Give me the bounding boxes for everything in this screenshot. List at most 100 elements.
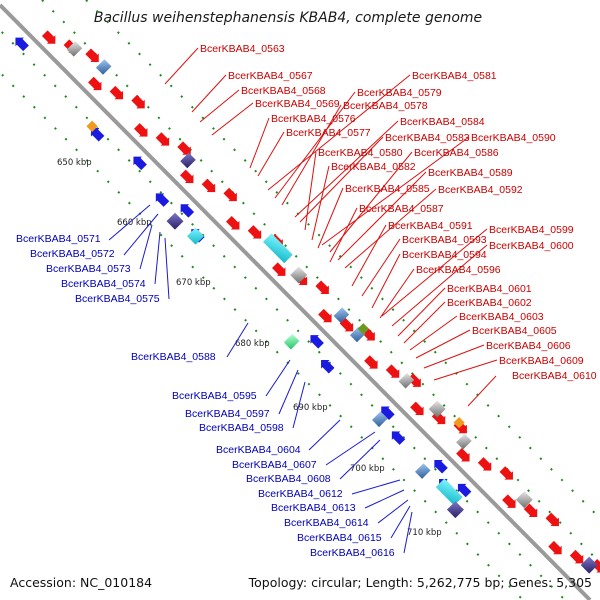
genome-backbone: [0, 3, 592, 600]
gene-label-0608: BcerKBAB4_0608: [246, 473, 331, 485]
forward-gene-arrow: [223, 187, 237, 202]
forward-leader-line: [415, 329, 471, 359]
forward-leader-line: [164, 47, 199, 85]
forward-leader-line: [317, 187, 344, 249]
gene-label-0575: BcerKBAB4_0575: [75, 293, 160, 305]
gene-label-0582: BcerKBAB4_0582: [331, 161, 416, 173]
forward-leader-line: [403, 301, 446, 344]
gene-label-0584: BcerKBAB4_0584: [400, 116, 485, 128]
gene-label-0563: BcerKBAB4_0563: [200, 43, 285, 55]
gene-label-0574: BcerKBAB4_0574: [61, 278, 146, 290]
reverse-gene-arrow: [391, 431, 406, 445]
gene-label-0605: BcerKBAB4_0605: [472, 325, 557, 337]
gene-label-0600: BcerKBAB4_0600: [489, 240, 574, 252]
tick-650-kbp: 650 kbp: [57, 158, 92, 168]
forward-gene-arrow: [177, 141, 191, 155]
gene-label-0594: BcerKBAB4_0594: [402, 249, 487, 261]
reverse-leader-line: [403, 511, 413, 554]
gene-label-0578: BcerKBAB4_0578: [343, 100, 428, 112]
reverse-leader-line: [292, 381, 306, 429]
forward-gene-arrow: [226, 216, 240, 230]
forward-gene-arrow: [88, 76, 102, 91]
reverse-leader-line: [325, 431, 376, 466]
gene-label-0610: BcerKBAB4_0610: [512, 370, 597, 382]
reverse-gene-arrow: [180, 204, 195, 218]
forward-leader-line: [379, 268, 415, 319]
forward-gene-arrow: [339, 317, 354, 332]
tick-670-kbp: 670 kbp: [176, 278, 211, 288]
forward-gene-arrow: [109, 85, 124, 100]
gene-category-box: [283, 333, 300, 350]
topology-text: Topology: circular; Length: 5,262,775 bp…: [248, 575, 592, 590]
forward-gene-arrow: [201, 178, 216, 193]
gene-features: [15, 30, 600, 574]
gene-label-0598: BcerKBAB4_0598: [199, 422, 284, 434]
gene-label-0592: BcerKBAB4_0592: [438, 184, 523, 196]
gene-label-0576: BcerKBAB4_0576: [271, 113, 356, 125]
gene-label-0587: BcerKBAB4_0587: [359, 203, 444, 215]
forward-leader-line: [281, 104, 342, 206]
reverse-leader-line: [308, 419, 341, 451]
forward-gene-arrow: [131, 94, 145, 109]
forward-leader-line: [274, 91, 356, 199]
tick-710-kbp: 710 kbp: [407, 528, 442, 538]
gene-category-box: [187, 227, 204, 245]
forward-gene-arrow: [272, 262, 286, 276]
forward-leader-line: [337, 171, 427, 261]
forward-leader-line: [467, 375, 497, 407]
reverse-leader-line: [265, 359, 291, 397]
gene-label-0591: BcerKBAB4_0591: [388, 220, 473, 232]
forward-leader-line: [211, 102, 254, 136]
tick-680-kbp: 680 kbp: [235, 339, 270, 349]
gene-label-0607: BcerKBAB4_0607: [232, 459, 317, 471]
forward-leader-line: [311, 165, 330, 241]
gene-label-0588: BcerKBAB4_0588: [131, 351, 216, 363]
forward-gene-arrow: [41, 30, 56, 44]
gene-label-0596: BcerKBAB4_0596: [416, 264, 501, 276]
forward-gene-arrow: [502, 494, 516, 508]
reverse-gene-arrow: [310, 335, 324, 349]
gene-label-0580: BcerKBAB4_0580: [318, 147, 403, 159]
forward-gene-arrow: [410, 401, 424, 416]
reverse-gene-arrow: [15, 37, 29, 52]
gene-label-0603: BcerKBAB4_0603: [459, 311, 544, 323]
forward-gene-arrow: [134, 123, 148, 137]
gene-label-0615: BcerKBAB4_0615: [297, 532, 382, 544]
gene-category-box: [333, 307, 350, 323]
reverse-gene-arrow: [133, 156, 147, 171]
forward-gene-arrow: [456, 448, 470, 462]
forward-leader-line: [391, 244, 488, 327]
gene-label-0613: BcerKBAB4_0613: [271, 502, 356, 514]
gene-category-box: [428, 400, 446, 418]
forward-leader-line: [371, 253, 401, 309]
forward-leader-line: [351, 224, 387, 287]
forward-gene-arrow: [85, 48, 99, 62]
forward-gene-arrow: [155, 132, 170, 146]
reverse-leader-line: [351, 479, 401, 495]
forward-gene-arrow: [545, 512, 559, 527]
gene-label-0616: BcerKBAB4_0616: [310, 547, 395, 559]
tick-660-kbp: 660 kbp: [117, 218, 152, 228]
forward-leader-line: [361, 238, 401, 297]
gene-label-0586: BcerKBAB4_0586: [414, 147, 499, 159]
forward-gene-arrow: [548, 540, 562, 555]
forward-leader-line: [199, 89, 240, 123]
reverse-gene-arrow: [155, 193, 170, 207]
gene-accent-mark: [86, 120, 98, 132]
forward-gene-arrow: [247, 225, 262, 239]
forward-leader-line: [329, 207, 358, 263]
reverse-leader-line: [164, 237, 170, 300]
gene-label-0569: BcerKBAB4_0569: [255, 98, 340, 110]
forward-gene-arrow: [477, 457, 492, 471]
accession-text: Accession: NC_010184: [10, 575, 152, 590]
figure-title: Bacillus weihenstephanensis KBAB4, compl…: [94, 10, 482, 26]
forward-leader-line: [304, 151, 317, 231]
reverse-leader-line: [339, 439, 381, 480]
gene-label-0585: BcerKBAB4_0585: [345, 183, 430, 195]
reverse-leader-line: [377, 499, 409, 524]
reverse-gene-arrow: [90, 128, 105, 142]
gene-category-box: [66, 41, 83, 57]
forward-leader-line: [321, 136, 470, 246]
forward-leader-line: [397, 287, 446, 337]
